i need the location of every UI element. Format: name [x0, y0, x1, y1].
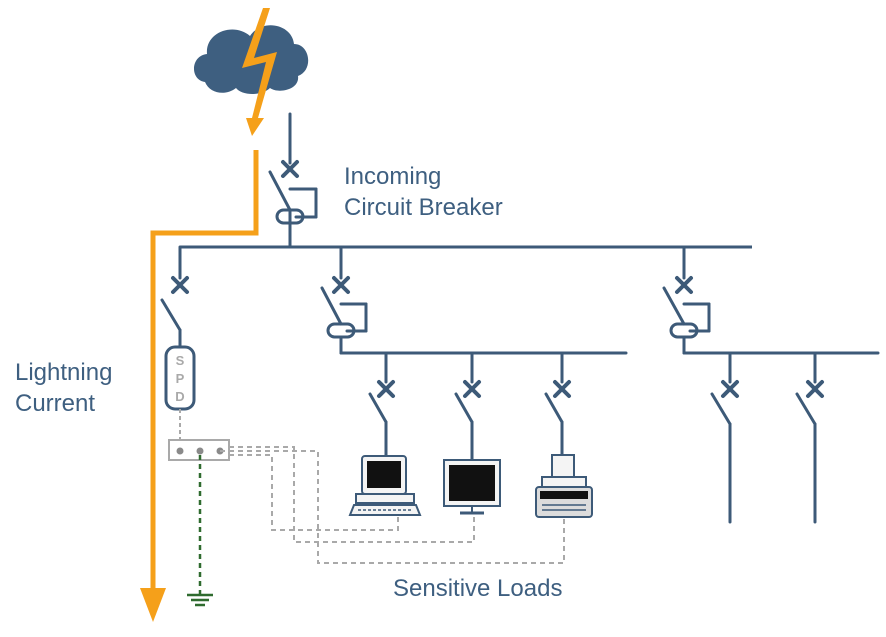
- lightning-current-label-line2: Current: [15, 390, 96, 417]
- earth-terminal-block: [168, 409, 230, 461]
- lightning-bolt-icon: [242, 8, 277, 136]
- lightning-arrow-head: [140, 588, 166, 622]
- monitor-icon: [443, 459, 501, 515]
- sensitive-loads-label: Sensitive Loads: [393, 575, 563, 602]
- incoming-breaker-label-line2: Circuit Breaker: [344, 194, 503, 221]
- lightning-current-label-line1: Lightning: [15, 359, 113, 386]
- spd-letter: D: [175, 389, 184, 404]
- spd-letter: S: [176, 353, 185, 368]
- sub-board-2: [662, 245, 880, 524]
- lightning-current-path: [140, 150, 259, 622]
- sub-board-1: [320, 245, 628, 462]
- computer-icon: [348, 455, 422, 516]
- lightning-current-label: Lightning Current: [15, 357, 112, 419]
- ground-symbol-icon: [187, 593, 213, 607]
- spd-letters: S P D: [175, 353, 184, 404]
- incoming-breaker-label: Incoming Circuit Breaker: [344, 161, 503, 223]
- spd-letter: P: [176, 371, 185, 386]
- bonding-conductors: [220, 446, 565, 564]
- printer-icon: [535, 454, 593, 518]
- incoming-circuit-breaker: [268, 112, 318, 249]
- incoming-breaker-label-line1: Incoming: [344, 163, 442, 190]
